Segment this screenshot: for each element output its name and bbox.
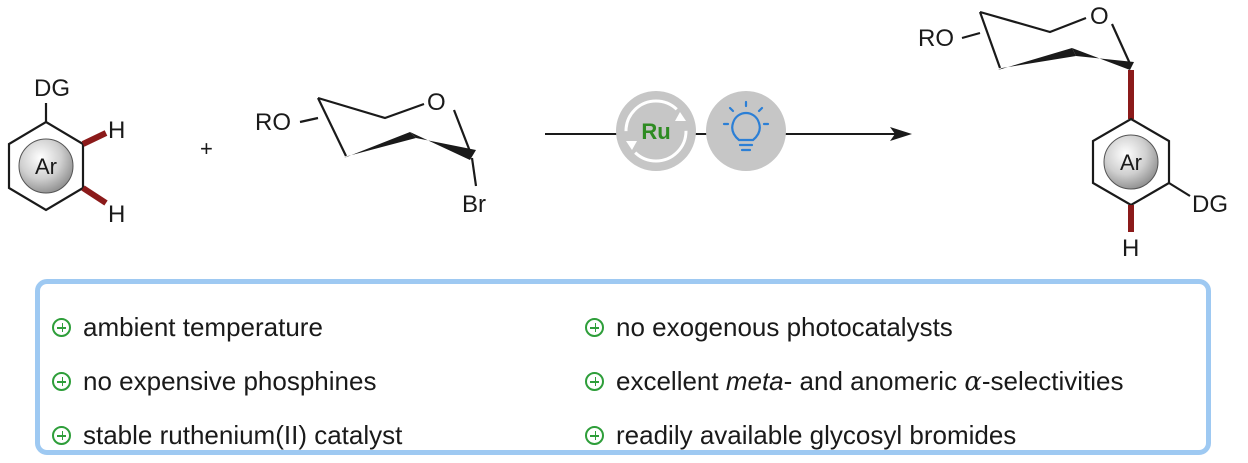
advantages-right-column: no exogenous photocatalysts excellent me… [585,300,1123,462]
circled-plus-icon [52,371,71,391]
circled-plus-icon [52,317,71,337]
advantage-item: ambient temperature [52,300,402,354]
product-dg-label: DG [1192,191,1228,218]
plus-sign: + [200,136,213,161]
br-label: Br [462,191,486,218]
ar-label: Ar [35,154,57,179]
dg-label: DG [34,75,70,102]
ring-oxygen: O [427,89,446,116]
h-bottom-label: H [108,201,125,228]
lightbulb-icon [722,100,770,152]
advantages-box: ambient temperature no expensive phosphi… [35,279,1211,455]
meta-italic: meta [725,365,784,396]
product-ar-label: Ar [1120,150,1142,175]
advantage-item: readily available glycosyl bromides [585,408,1123,462]
arene-reactant: DG Ar H H [7,75,125,228]
circled-plus-icon [585,425,604,445]
c-aryl-glycoside-product: RO O Ar DG H [918,3,1228,262]
circled-plus-icon [52,425,71,445]
advantage-text: readily available glycosyl bromides [616,419,1017,450]
glycosyl-bromide: RO O Br [255,89,486,218]
text-prefix: excellent [616,365,726,396]
alpha-symbol: α [964,366,982,397]
ru-label: Ru [641,119,670,144]
ch-bond-top [81,130,108,147]
advantage-item: excellent meta- and anomeric α-selectivi… [585,354,1123,408]
advantages-left-column: ambient temperature no expensive phosphi… [52,300,402,462]
product-ro-label: RO [918,25,954,52]
circled-plus-icon [585,371,604,391]
ch-bond-bottom [81,185,108,206]
visible-light [706,91,786,171]
ruthenium-catalyst: Ru [616,91,696,171]
ro-label: RO [255,109,291,136]
advantage-text: no expensive phosphines [83,365,377,396]
advantage-item: no expensive phosphines [52,354,402,408]
circled-plus-icon [585,317,604,337]
text-middle: - and anomeric [783,365,965,396]
product-ring-oxygen: O [1090,3,1109,30]
advantage-item: no exogenous photocatalysts [585,300,1123,354]
reaction-scheme: DG Ar H H + RO O Br Ru [7,3,1228,262]
advantage-text: excellent meta- and anomeric α-selectivi… [616,366,1123,397]
advantage-item: stable ruthenium(II) catalyst [52,408,402,462]
advantage-text: ambient temperature [83,311,323,342]
advantage-text: no exogenous photocatalysts [616,311,953,342]
advantage-text: stable ruthenium(II) catalyst [83,419,403,450]
product-h-label: H [1122,235,1139,262]
text-suffix: -selectivities [981,365,1124,396]
h-top-label: H [108,117,125,144]
